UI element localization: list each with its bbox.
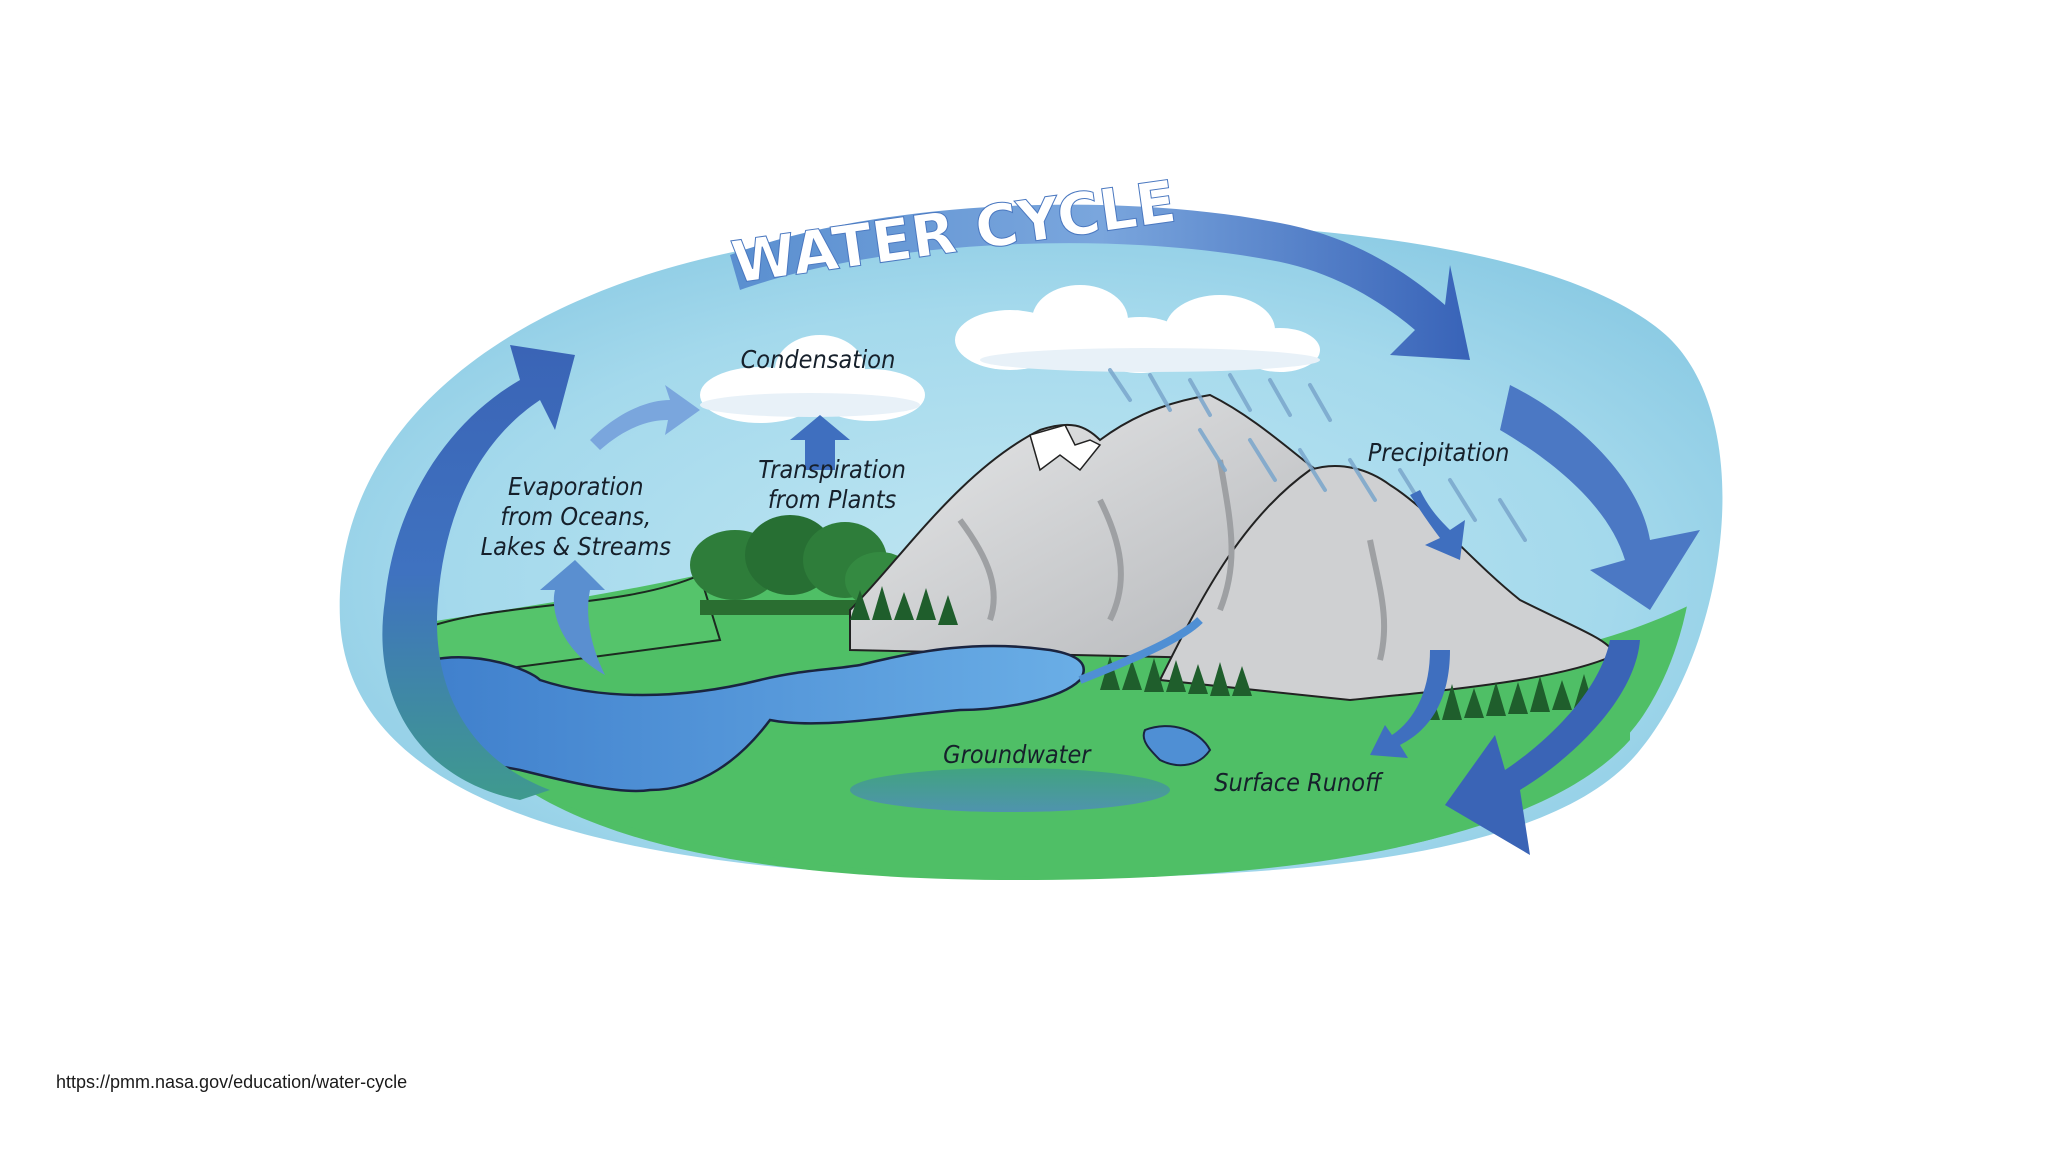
cycle-arrow-left [382,345,575,800]
forest-evergreen [850,586,1594,720]
precipitation-arrow [1410,490,1465,560]
label-transpiration-line-1: Transpiration [758,455,906,484]
label-groundwater-text: Groundwater [943,740,1091,769]
label-precipitation: Precipitation [1368,438,1510,468]
label-condensation-text: Condensation [740,345,896,374]
label-condensation: Condensation [741,345,896,375]
label-surface-runoff-text: Surface Runoff [1214,768,1382,797]
cycle-arrow-bottom [1445,640,1640,855]
mountains [849,393,1617,702]
label-transpiration: Transpiration from Plants [758,455,906,515]
groundwater-zone [850,768,1170,812]
river [1078,617,1203,684]
cycle-arrow-right [1500,385,1700,610]
label-evaporation-line-2: from Oceans, [500,502,652,531]
label-surface-runoff: Surface Runoff [1214,768,1381,798]
cloud-left [700,335,925,423]
small-pond [1142,725,1212,767]
source-url: https://pmm.nasa.gov/education/water-cyc… [56,1072,408,1092]
label-evaporation-line-3: Lakes & Streams [480,532,671,561]
evaporation-to-cloud-arrow [590,385,700,450]
evaporation-arrow [540,560,605,675]
label-evaporation-line-1: Evaporation [508,472,644,501]
label-transpiration-line-2: from Plants [767,485,897,514]
cycle-arrow-top [730,204,1470,360]
label-precipitation-text: Precipitation [1367,438,1510,467]
label-evaporation: Evaporation from Oceans, Lakes & Streams [481,472,671,562]
label-groundwater: Groundwater [943,740,1090,770]
runoff-arrow [1370,650,1450,758]
lake [418,644,1085,793]
cloud-right [955,285,1320,373]
transpiration-arrow [790,415,850,470]
